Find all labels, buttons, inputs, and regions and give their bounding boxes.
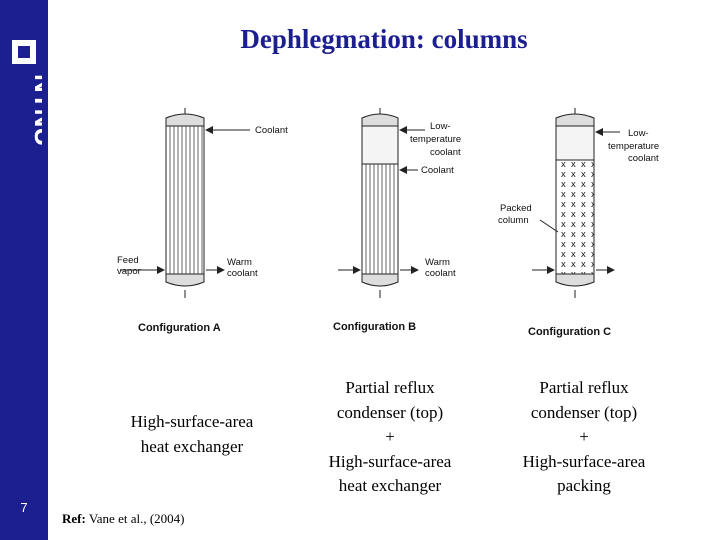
column-b-bottom-cap	[361, 273, 399, 287]
configuration-c: Low- temperature coolant Packed column C…	[498, 108, 659, 338]
warm-label-a-2: coolant	[227, 268, 258, 279]
configuration-c-label: Configuration C	[528, 326, 611, 338]
column-c-bottom-cap	[555, 273, 595, 287]
sidebar: NTNU 7	[0, 0, 48, 540]
caption-c-line: High-surface-area	[522, 451, 646, 471]
packed-label-c-1: Packed	[500, 203, 532, 214]
coolant-label-a: Coolant	[255, 125, 288, 136]
ntnu-logo: NTNU	[12, 40, 42, 146]
packed-leader-line-c	[539, 219, 559, 233]
column-a-bottom-cap	[165, 273, 205, 287]
coolant-label-b: Coolant	[421, 165, 454, 176]
reference-label: Ref:	[62, 511, 86, 526]
configuration-a: Coolant Feed vapor Warm coolant Configur…	[117, 108, 288, 334]
configuration-b-label: Configuration B	[333, 321, 416, 333]
reference: Ref: Vane et al., (2004)	[62, 511, 185, 527]
caption-c-line: Partial reflux	[539, 378, 629, 397]
caption-b-line: High-surface-area	[328, 451, 452, 471]
column-c-top-cap	[555, 113, 595, 127]
low-temp-label-c-2: temperature	[608, 141, 659, 152]
caption-c-line: +	[579, 427, 589, 446]
configuration-b: Low- temperature coolant Coolant Warm co…	[333, 108, 461, 333]
low-temp-label-c-1: Low-	[628, 128, 649, 139]
feed-label-a-2: vapor	[117, 266, 141, 277]
warm-label-a-1: Warm	[227, 257, 252, 268]
warm-label-b-2: coolant	[425, 268, 456, 279]
dephlegmator-diagram: x Coolant Feed vapor Warm coolant Config…	[117, 108, 659, 338]
low-temp-label-b-1: Low-	[430, 121, 451, 132]
caption-b-line: heat exchanger	[338, 476, 442, 495]
column-a-shell	[165, 125, 205, 275]
caption-b-line: Partial reflux	[345, 378, 435, 397]
configuration-a-label: Configuration A	[138, 322, 221, 334]
page-number: 7	[20, 500, 28, 515]
caption-b-line: +	[385, 427, 395, 446]
caption-a-line: heat exchanger	[140, 436, 244, 456]
caption-a-line: High-surface-area	[130, 412, 254, 431]
caption-c-line: condenser (top)	[530, 402, 638, 422]
low-temp-label-b-3: coolant	[430, 147, 461, 158]
low-temp-label-c-3: coolant	[628, 153, 659, 164]
caption-b-line: condenser (top)	[336, 402, 444, 422]
reference-text: Vane et al., (2004)	[85, 511, 185, 526]
caption-c-line: packing	[557, 476, 611, 495]
column-b-shell	[361, 163, 399, 275]
column-c-condenser	[555, 125, 595, 161]
caption-configuration-a: High-surface-area heat exchanger	[97, 410, 287, 459]
column-a-top-cap	[165, 113, 205, 127]
slide-title: Dephlegmation: columns	[240, 24, 528, 54]
low-temp-label-b-2: temperature	[410, 134, 461, 145]
warm-label-b-1: Warm	[425, 257, 450, 268]
ntnu-logo-text: NTNU	[29, 74, 42, 146]
caption-configuration-b: Partial reflux condenser (top) + High-su…	[300, 376, 480, 499]
feed-label-a-1: Feed	[117, 255, 139, 266]
caption-configuration-c: Partial reflux condenser (top) + High-su…	[494, 376, 674, 499]
column-b-top-cap	[361, 113, 399, 127]
packed-label-c-2: column	[498, 215, 529, 226]
column-c-packing	[555, 159, 595, 275]
column-b-condenser	[361, 125, 399, 165]
